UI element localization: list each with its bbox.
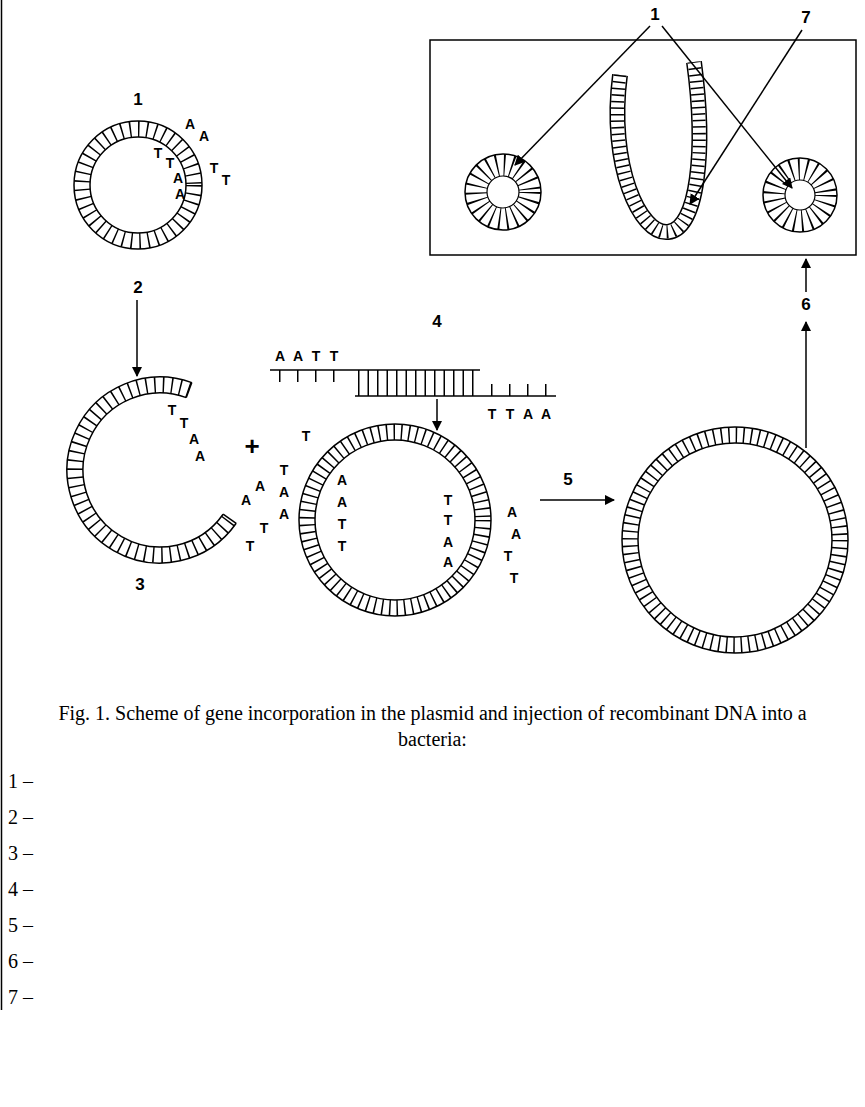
step-arrow <box>436 399 438 430</box>
base-letter: T <box>210 160 219 176</box>
cut-plasmid <box>67 377 236 563</box>
bacterium <box>763 158 837 232</box>
hybrid-plasmid <box>299 424 491 616</box>
callout-number: 5 <box>563 470 572 490</box>
callout-number: 1 <box>133 90 142 110</box>
base-letter: A <box>523 406 533 422</box>
base-letter: T <box>338 516 347 532</box>
base-letter: A <box>337 494 347 510</box>
base-letter: T <box>154 145 163 161</box>
dna-helix <box>617 62 699 232</box>
legend-line: 6 – <box>8 950 33 973</box>
base-letter: T <box>506 406 515 422</box>
base-letter: T <box>246 538 255 554</box>
step-arrow <box>136 300 138 376</box>
base-letter: A <box>241 492 251 508</box>
base-letter: T <box>338 538 347 554</box>
legend-line: 5 – <box>8 914 33 937</box>
legend-line: 2 – <box>8 806 33 829</box>
base-letter: A <box>337 472 347 488</box>
base-letter: A <box>279 484 289 500</box>
callout-number: 1 <box>650 5 659 25</box>
legend-line: 3 – <box>8 842 33 865</box>
base-letter: A <box>275 348 285 364</box>
base-letter: T <box>444 512 453 528</box>
base-letter: A <box>279 506 289 522</box>
page-border <box>1 0 3 1010</box>
base-letter: A <box>541 406 551 422</box>
base-letter: T <box>280 462 289 478</box>
callout-number: 4 <box>432 312 441 332</box>
base-letter: A <box>255 478 265 494</box>
base-letter: A <box>195 448 205 464</box>
base-letter: A <box>443 534 453 550</box>
bacterium <box>465 154 541 230</box>
base-letter: A <box>443 554 453 570</box>
base-letter: T <box>260 520 269 536</box>
callout-number: 2 <box>133 278 142 298</box>
base-letter: T <box>312 348 321 364</box>
base-letter: A <box>185 116 195 132</box>
step-arrow <box>805 259 807 292</box>
figure-caption: Fig. 1. Scheme of gene incorporation in … <box>40 700 825 752</box>
base-letter: A <box>511 526 521 542</box>
base-letter: T <box>168 402 177 418</box>
base-letter: T <box>166 155 175 171</box>
base-letter: A <box>199 128 209 144</box>
base-letter: A <box>189 431 199 447</box>
callout-number: 3 <box>135 575 144 595</box>
base-letter: T <box>444 492 453 508</box>
legend-line: 4 – <box>8 878 33 901</box>
base-letter: T <box>302 428 311 444</box>
dna-fragment <box>270 370 556 396</box>
leader-line <box>515 26 802 204</box>
recombinant-plasmid <box>622 427 848 653</box>
plus-sign: + <box>244 431 259 462</box>
step-arrow <box>540 499 614 501</box>
base-letter: A <box>175 186 185 202</box>
plasmid <box>74 121 202 249</box>
base-letter: A <box>173 170 183 186</box>
legend-line: 7 – <box>8 986 33 1009</box>
base-letter: T <box>330 348 339 364</box>
legend-line: 1 – <box>8 770 33 793</box>
base-letter: A <box>293 348 303 364</box>
base-letter: T <box>180 415 189 431</box>
base-letter: T <box>222 172 231 188</box>
callout-number: 7 <box>801 8 810 28</box>
base-letter: T <box>504 548 513 564</box>
step-arrow <box>805 322 807 448</box>
base-letter: T <box>510 570 519 586</box>
base-letter: A <box>507 504 517 520</box>
bacteria-frame <box>430 40 856 255</box>
base-letter: T <box>488 406 497 422</box>
callout-number: 6 <box>801 295 810 315</box>
